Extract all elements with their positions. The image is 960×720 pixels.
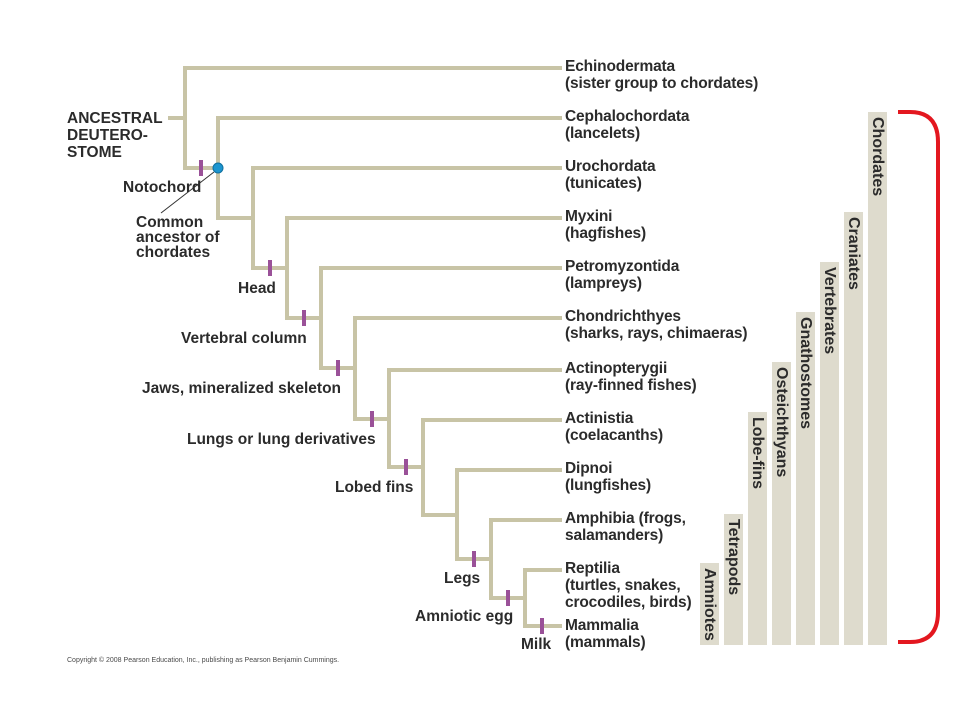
character-label-notochord: Notochord	[123, 179, 202, 196]
taxon-common-name: (turtles, snakes,	[565, 577, 681, 594]
common-ancestor-line: chordates	[136, 244, 211, 261]
taxon-name: Mammalia	[565, 617, 639, 634]
character-label-lobed-fins: Lobed fins	[335, 479, 414, 496]
taxon-label-urochordata: Urochordata (tunicates)	[565, 158, 656, 192]
common-ancestor-pointer	[160, 171, 215, 214]
taxon-common-name: (sister group to chordates)	[565, 75, 759, 92]
common-ancestor-label: Common ancestor of chordates	[136, 214, 220, 261]
taxon-common-name: (ray-finned fishes)	[565, 377, 697, 394]
amniotic-egg-mark	[506, 590, 510, 606]
root-label-line: STOME	[67, 144, 122, 161]
taxon-common-name: salamanders)	[565, 527, 664, 544]
taxon-common-name: (hagfishes)	[565, 225, 647, 242]
taxon-label-cephalochordata: Cephalochordata (lancelets)	[565, 108, 690, 142]
taxon-name: Echinodermata	[565, 58, 676, 75]
clade-bar-tetrapods: Tetrapods	[724, 514, 743, 645]
taxon-common-name: (lungfishes)	[565, 477, 652, 494]
head-mark	[268, 260, 272, 276]
taxon-name: Amphibia (frogs,	[565, 510, 686, 527]
root-label-line: DEUTERO-	[67, 127, 148, 144]
lobed-fins-mark	[404, 459, 408, 475]
taxon-common-name: (lancelets)	[565, 125, 641, 142]
taxon-label-amphibia: Amphibia (frogs, salamanders)	[565, 510, 686, 544]
legs-mark	[472, 551, 476, 567]
character-label-legs: Legs	[444, 570, 481, 587]
taxon-common-name: (tunicates)	[565, 175, 642, 192]
taxon-label-petromyzontida: Petromyzontida (lampreys)	[565, 258, 679, 292]
common-ancestor-line: ancestor of	[136, 229, 220, 246]
vertebral-column-mark	[302, 310, 306, 326]
milk-mark	[540, 618, 544, 634]
clade-bar-chordates: Chordates	[868, 112, 887, 645]
taxon-name: Chondrichthyes	[565, 308, 681, 325]
taxon-name: Urochordata	[565, 158, 656, 175]
clade-bar-label: Chordates	[869, 117, 886, 197]
taxon-label-actinistia: Actinistia (coelacanths)	[565, 410, 663, 444]
taxon-label-reptilia: Reptilia (turtles, snakes, crocodiles, b…	[565, 560, 692, 611]
clade-bar-label: Craniates	[845, 217, 862, 290]
taxon-label-myxini: Myxini (hagfishes)	[565, 208, 646, 242]
character-label-milk: Milk	[521, 636, 552, 653]
character-label-lungs: Lungs or lung derivatives	[187, 431, 376, 448]
tree-branches	[168, 66, 562, 628]
taxon-label-echinodermata: Echinodermata (sister group to chordates…	[565, 58, 758, 92]
taxon-common-name: (mammals)	[565, 634, 646, 651]
root-label-line: ANCESTRAL	[67, 110, 163, 127]
common-ancestor-line: Common	[136, 214, 204, 231]
clade-bar-label: Tetrapods	[725, 519, 742, 596]
clade-bar-label: Vertebrates	[821, 267, 838, 355]
clade-bar-craniates: Craniates	[844, 212, 863, 645]
chordates-bracket	[898, 110, 940, 644]
clade-bar-label: Osteichthyans	[773, 367, 790, 478]
taxon-name: Myxini	[565, 208, 613, 225]
derived-character-marks	[199, 160, 544, 634]
jaws-mark	[336, 360, 340, 376]
character-label-head: Head	[238, 280, 276, 297]
taxon-common-name: (sharks, rays, chimaeras)	[565, 325, 748, 342]
clade-bar-lobe-fins: Lobe-fins	[748, 412, 767, 645]
clade-bar-gnathostomes: Gnathostomes	[796, 312, 815, 645]
common-ancestor-node	[212, 162, 224, 174]
clade-bar-label: Amniotes	[701, 568, 718, 641]
taxon-label-chondrichthyes: Chondrichthyes (sharks, rays, chimaeras)	[565, 308, 748, 342]
character-label-vertebral-column: Vertebral column	[181, 330, 307, 347]
taxon-name: Reptilia	[565, 560, 620, 577]
copyright-notice: Copyright © 2008 Pearson Education, Inc.…	[67, 657, 340, 664]
clade-bar-label: Gnathostomes	[797, 317, 814, 430]
taxon-name: Actinistia	[565, 410, 634, 427]
taxon-label-actinopterygii: Actinopterygii (ray-finned fishes)	[565, 360, 697, 394]
taxon-common-name: (lampreys)	[565, 275, 642, 292]
taxon-name: Petromyzontida	[565, 258, 680, 275]
taxon-common-name: crocodiles, birds)	[565, 594, 692, 611]
taxon-name: Actinopterygii	[565, 360, 668, 377]
clade-bar-amniotes: Amniotes	[700, 563, 719, 645]
lungs-mark	[370, 411, 374, 427]
taxon-name: Dipnoi	[565, 460, 613, 477]
notochord-mark	[199, 160, 203, 176]
taxon-common-name: (coelacanths)	[565, 427, 663, 444]
taxon-label-dipnoi: Dipnoi (lungfishes)	[565, 460, 651, 494]
taxon-label-mammalia: Mammalia (mammals)	[565, 617, 646, 651]
clade-bar-osteichthyans: Osteichthyans	[772, 362, 791, 645]
ancestral-deuterostome-label: ANCESTRAL DEUTERO- STOME	[67, 110, 163, 161]
clade-bar-vertebrates: Vertebrates	[820, 262, 839, 645]
character-label-amniotic-egg: Amniotic egg	[415, 608, 514, 625]
character-label-jaws: Jaws, mineralized skeleton	[142, 380, 342, 397]
clade-bar-label: Lobe-fins	[749, 417, 766, 489]
taxon-name: Cephalochordata	[565, 108, 690, 125]
